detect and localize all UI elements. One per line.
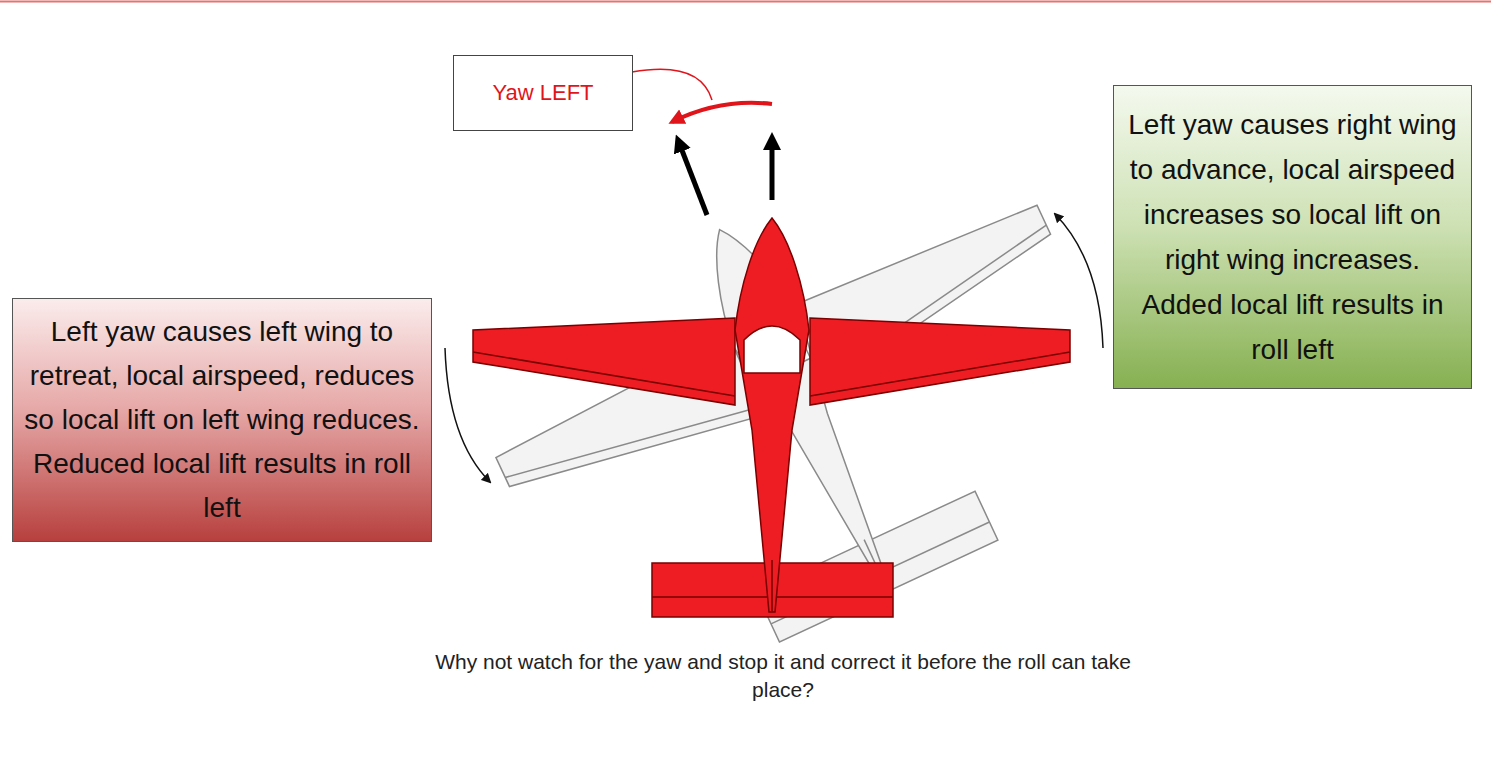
- yawed-heading-arrow: [678, 140, 707, 215]
- caption: Why not watch for the yaw and stop it an…: [433, 648, 1133, 704]
- yawed-airplane: [449, 104, 1159, 718]
- retreat-arrow: [445, 348, 490, 482]
- label-box: Yaw LEFT: [453, 55, 633, 131]
- effect-box: Left yaw causes right wing to advance, l…: [1113, 85, 1472, 389]
- top-rule: [0, 1, 1491, 3]
- node-text: Left yaw causes right wing to advance, l…: [1122, 102, 1463, 372]
- node-text: Yaw LEFT: [492, 79, 593, 107]
- airplane: [473, 218, 1070, 617]
- advance-arrow: [1055, 214, 1103, 348]
- leader-line: [632, 69, 712, 100]
- node-text: Left yaw causes left wing to retreat, lo…: [23, 310, 421, 530]
- yaw-arrow: [672, 103, 772, 122]
- heading-arrow: [770, 138, 775, 200]
- effect-box: Left yaw causes left wing to retreat, lo…: [12, 298, 432, 542]
